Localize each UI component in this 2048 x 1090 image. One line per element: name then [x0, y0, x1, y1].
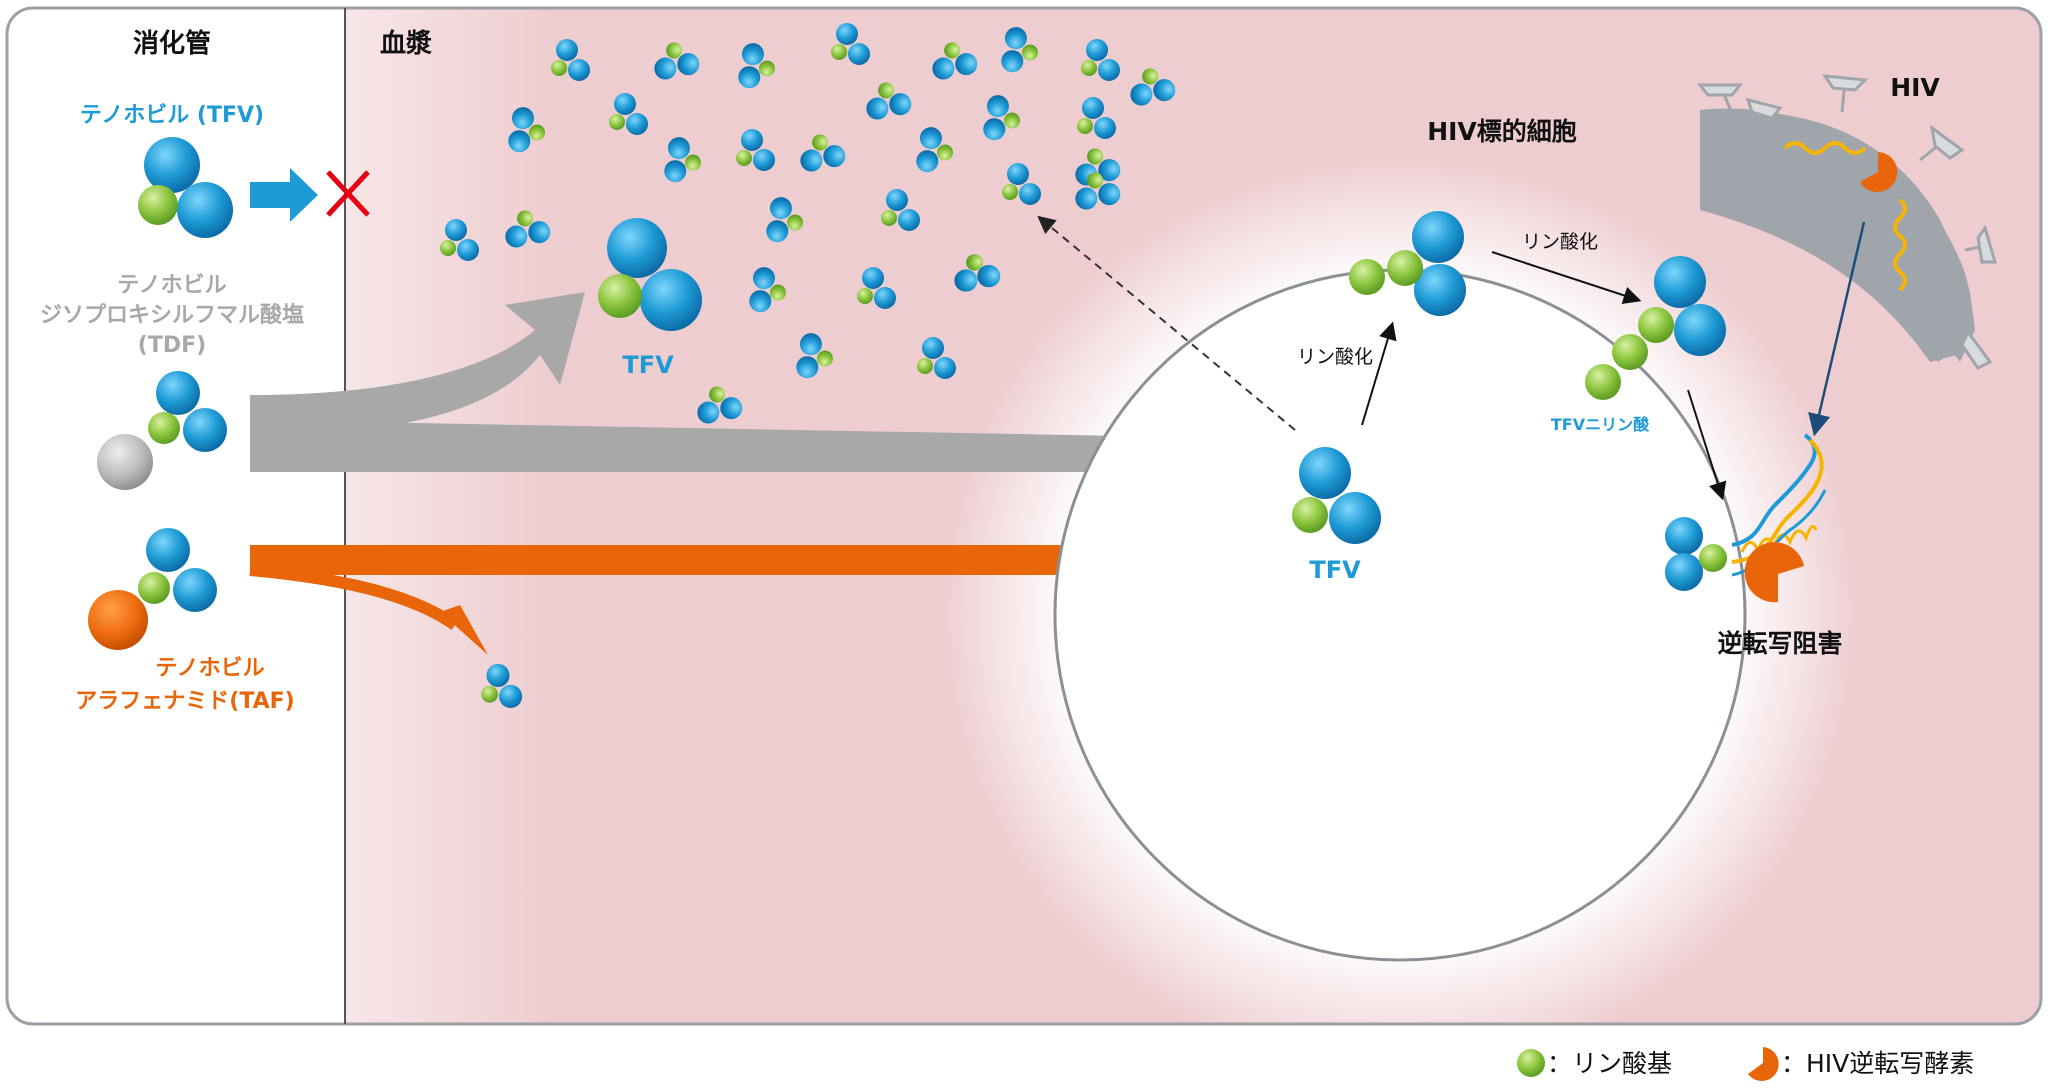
inhibition-label: 逆転写阻害	[1717, 629, 1842, 658]
legend-phosphate-label: ：リン酸基	[1547, 1049, 1672, 1078]
frame-border	[5, 6, 2043, 1026]
tfv-mp-molecule	[1349, 211, 1466, 316]
tdf-cell-arrow	[250, 408, 1265, 502]
legend-rt-icon	[1748, 1047, 1779, 1081]
phosph2-label: リン酸化	[1522, 231, 1598, 253]
taf-drug-molecule	[88, 528, 217, 650]
taf-arrows	[249, 525, 1262, 655]
taf-label-1: テノホビル	[155, 656, 264, 681]
tfv-drug-label: テノホビル (TFV)	[80, 103, 264, 128]
legend-phosphate-icon	[1517, 1049, 1545, 1077]
legend: ：リン酸基 ：HIV逆転写酵素	[1517, 1047, 1974, 1081]
incorporation-arrow	[1687, 389, 1727, 501]
tdf-arrows	[250, 292, 1265, 502]
tdf-label-3: (TDF)	[138, 333, 206, 358]
gut-label: 消化管	[133, 29, 211, 59]
phosph2-arrow	[1491, 251, 1642, 305]
legend-rt-label: ：HIV逆転写酵素	[1781, 1049, 1974, 1078]
cell-rt-enzyme-icon	[1744, 542, 1804, 603]
viral-rna-1	[1783, 141, 1867, 155]
phosph1-label: リン酸化	[1297, 346, 1373, 368]
rt-release-arrow	[1808, 221, 1866, 437]
tdf-label-1: テノホビル	[117, 273, 226, 298]
hiv-target-cell	[1053, 268, 1747, 962]
tdf-label-2: ジソプロキシルフマル酸塩	[40, 302, 304, 328]
taf-cell-arrow	[250, 525, 1262, 595]
block-x-icon	[326, 170, 370, 217]
tfv-blocked	[250, 168, 370, 222]
tfv-dp-molecule	[1585, 256, 1726, 400]
phosph1-arrow	[1361, 321, 1397, 426]
plasma-tfv-label: TFV	[622, 351, 674, 379]
taf-label-2: アラフェナミド(TAF)	[75, 689, 294, 714]
tfv-dp-label: TFVニリン酸	[1551, 415, 1650, 434]
viral-rt-enzyme-icon	[1860, 152, 1898, 192]
inhibited-tfv-molecule	[1665, 517, 1727, 591]
tdf-absorption-arrow	[250, 292, 585, 435]
taf-leak-arrowhead	[440, 605, 488, 655]
tdf-drug-molecule	[97, 371, 227, 490]
virus-label: HIV	[1890, 73, 1940, 102]
cell-tfv-label: TFV	[1309, 556, 1361, 584]
tfv-arrow	[250, 168, 318, 222]
plasma-label: 血漿	[380, 29, 432, 59]
plasma-tfv-molecule	[598, 218, 702, 331]
tfv-drug-molecule	[138, 137, 233, 238]
cell-tfv-molecule	[1292, 447, 1381, 544]
viral-rna-2	[1893, 198, 1907, 292]
cell-label: HIV標的細胞	[1427, 117, 1577, 146]
